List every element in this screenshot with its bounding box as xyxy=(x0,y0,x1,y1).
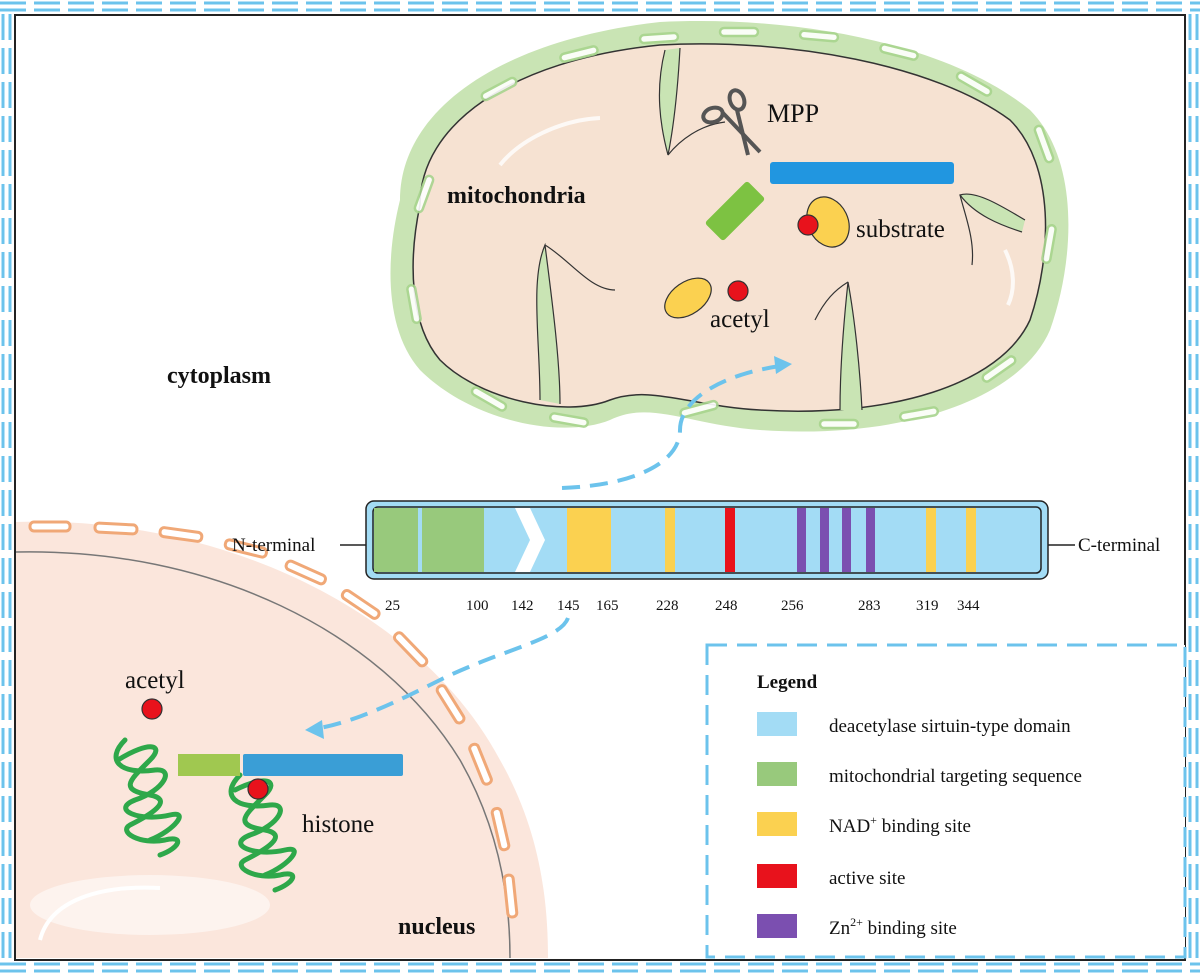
tick-label: 100 xyxy=(466,598,489,614)
tick-label: 25 xyxy=(385,598,400,614)
import-arrow xyxy=(319,364,781,730)
domain-active xyxy=(725,508,735,572)
histone-helix-1 xyxy=(113,737,182,858)
legend-label-3: active site xyxy=(829,868,906,889)
cleaved-sirtuin-bar xyxy=(770,162,954,184)
nuclear-mts-bar xyxy=(178,754,240,776)
domain-nad-2 xyxy=(665,508,675,572)
histone-label: histone xyxy=(302,811,374,838)
free-substrate-molecule xyxy=(664,277,712,319)
domain-nad-1 xyxy=(567,508,611,572)
tick-label: 344 xyxy=(957,598,980,614)
nucleus-label: nucleus xyxy=(398,914,475,940)
scissors-icon xyxy=(701,88,762,156)
acetyl-mito-label: acetyl xyxy=(710,306,770,333)
tick-label: 165 xyxy=(596,598,619,614)
tick-label: 256 xyxy=(781,598,804,614)
tick-label: 142 xyxy=(511,598,534,614)
protein-domain-map xyxy=(340,500,1075,580)
n-terminal-label: N-terminal xyxy=(232,535,315,556)
legend-label-2: NAD+ binding site xyxy=(829,813,971,837)
acetyl-nucleus-label: acetyl xyxy=(125,667,185,694)
substrate-label: substrate xyxy=(856,216,945,243)
legend-label-4: Zn2+ binding site xyxy=(829,915,957,939)
tick-label: 228 xyxy=(656,598,679,614)
tick-label: 283 xyxy=(858,598,881,614)
mitochondria-organelle xyxy=(390,21,1069,432)
nucleus-arrowhead xyxy=(305,720,324,739)
domain-zn-1 xyxy=(797,508,806,572)
cytoplasm-label: cytoplasm xyxy=(167,363,271,389)
nucleus-region xyxy=(15,520,548,959)
histone-helix-2 xyxy=(228,772,297,893)
import-arrowhead xyxy=(774,356,792,374)
legend-swatch-0 xyxy=(757,712,797,736)
domain-mts-2 xyxy=(422,508,484,572)
legend-swatch-1 xyxy=(757,762,797,786)
acetyl-dot-substrate xyxy=(797,214,819,236)
legend-swatch-4 xyxy=(757,914,797,938)
acetyl-dot-histone xyxy=(247,778,269,800)
domain-zn-4 xyxy=(866,508,875,572)
c-terminal-label: C-terminal xyxy=(1078,535,1160,556)
tick-label: 145 xyxy=(557,598,580,614)
mitochondria-label: mitochondria xyxy=(447,183,586,209)
cleaved-mts-bar xyxy=(705,181,765,241)
legend-label-0: deacetylase sirtuin-type domain xyxy=(829,716,1071,737)
domain-zn-2 xyxy=(820,508,829,572)
legend-swatch-2 xyxy=(757,812,797,836)
legend-label-1: mitochondrial targeting sequence xyxy=(829,766,1082,787)
domain-nad-4 xyxy=(966,508,976,572)
legend-swatch-3 xyxy=(757,864,797,888)
legend-title: Legend xyxy=(757,672,818,693)
protein-ticks: 25 100 142 145 165 228 248 256 283 319 3… xyxy=(385,598,980,614)
domain-zn-3 xyxy=(842,508,851,572)
mito-membrane-pores xyxy=(406,26,1057,430)
domain-nad-3 xyxy=(926,508,936,572)
acetyl-dot-mito xyxy=(727,280,749,302)
nuclear-sirtuin-bar xyxy=(243,754,403,776)
tick-label: 248 xyxy=(715,598,738,614)
mpp-label: MPP xyxy=(767,99,819,128)
domain-mts-1 xyxy=(374,508,418,572)
tick-label: 319 xyxy=(916,598,939,614)
acetyl-dot-nucleus xyxy=(141,698,163,720)
nuclear-pores xyxy=(28,520,519,919)
legend-box: Legend deacetylase sirtuin-type domain m… xyxy=(705,643,1187,959)
cleavage-chevron xyxy=(515,508,545,572)
